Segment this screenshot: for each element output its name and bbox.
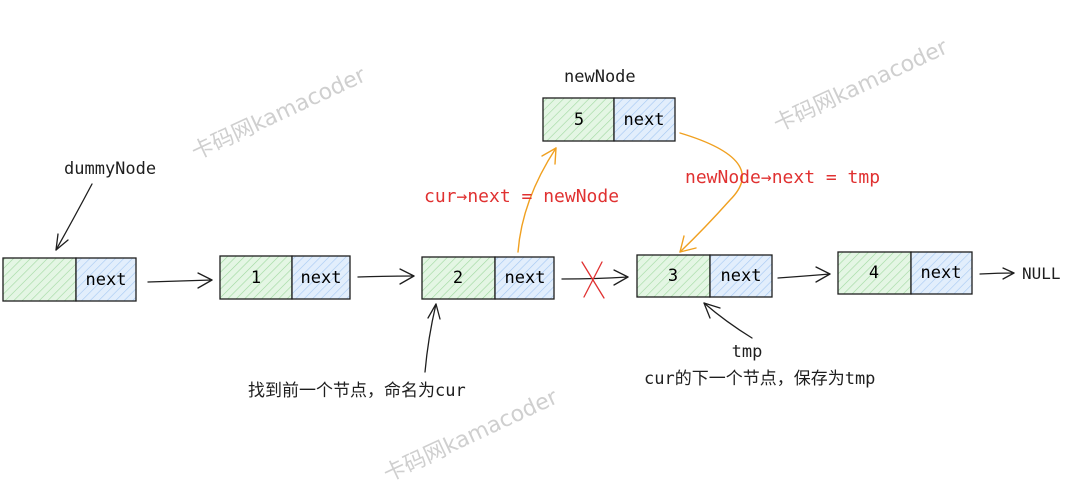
node-3-value-cell: [636, 254, 711, 298]
cur-next-assign-label: cur→next = newNode: [424, 186, 619, 207]
new-node-next-text: next: [624, 110, 665, 130]
arrow-dummy-to-1: [147, 272, 213, 289]
node-4-next-cell: [910, 251, 973, 295]
dummy-next-cell: [75, 257, 137, 302]
arrow-3-to-4: [777, 266, 831, 283]
broken-link-cross: [581, 261, 605, 299]
node-1-value-text: 1: [251, 268, 261, 288]
null-label: NULL: [1022, 264, 1061, 283]
node-2-value-cell: [421, 256, 496, 300]
node-2-value-text: 2: [453, 268, 463, 288]
new-node-value-text: 5: [574, 110, 584, 130]
arrow-4-to-null: [979, 267, 1015, 280]
node-1: 1 next: [219, 255, 351, 300]
node-3: 3 next: [636, 254, 773, 298]
dummy-node: next: [2, 257, 137, 302]
new-node-value-cell: [542, 97, 615, 142]
node-2-next-text: next: [505, 268, 546, 288]
arrow-tmp-label: [703, 302, 753, 339]
node-1-value-cell: [219, 255, 293, 300]
node-4-next-text: next: [921, 263, 962, 283]
newnode-next-assign-label: newNode→next = tmp: [685, 167, 880, 188]
dummy-next-text: next: [86, 270, 127, 290]
find-prev-label: 找到前一个节点，命名为cur: [248, 381, 466, 401]
arrow-2-to-3: [561, 269, 629, 286]
node-3-next-text: next: [721, 266, 762, 286]
node-2-next-cell: [494, 256, 555, 300]
node-3-value-text: 3: [668, 266, 678, 286]
arrow-newnode-to-tmp: [679, 132, 743, 253]
save-tmp-label: cur的下一个节点，保存为tmp: [644, 369, 875, 389]
arrow-cur-label: [424, 303, 441, 373]
dummy-node-label: dummyNode: [64, 159, 156, 179]
watermark-top-left: 卡码网kamacoder: [188, 63, 371, 166]
new-node-label: newNode: [564, 67, 636, 87]
node-2: 2 next: [421, 256, 555, 300]
node-3-next-cell: [709, 254, 773, 298]
new-node: 5 next: [542, 97, 676, 142]
new-link-arrows: [517, 132, 743, 253]
node-4: 4 next: [837, 251, 973, 295]
new-node-next-cell: [613, 97, 676, 142]
arrow-dummy-label: [55, 183, 93, 251]
dummy-value-cell: [2, 257, 77, 302]
watermark-top-right: 卡码网kamacoder: [770, 35, 953, 138]
node-1-next-text: next: [301, 268, 342, 288]
tmp-label: tmp: [732, 342, 763, 362]
node-1-next-cell: [291, 255, 351, 300]
arrow-cur-to-newnode: [517, 147, 557, 253]
list-arrows: [55, 183, 1015, 373]
arrow-1-to-2: [357, 268, 415, 285]
node-4-value-text: 4: [869, 263, 879, 283]
node-4-value-cell: [837, 251, 912, 295]
